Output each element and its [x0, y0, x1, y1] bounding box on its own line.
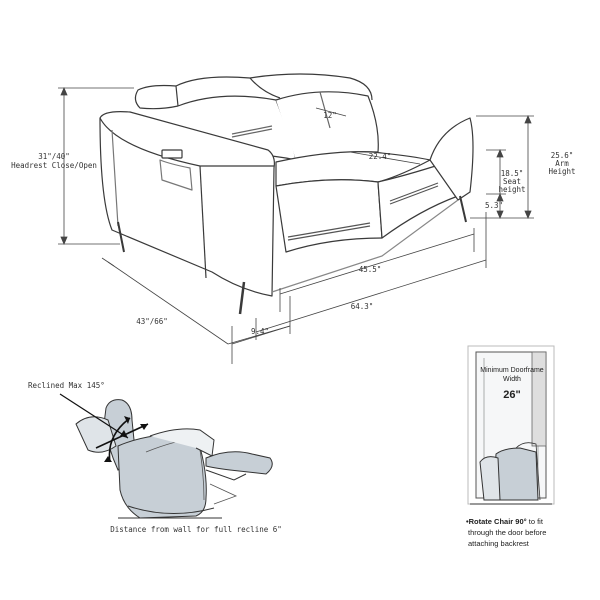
seat-depth-value: 22.4" — [369, 152, 392, 161]
doorframe-title-line-2: Width — [503, 376, 521, 383]
seat-height-label-1: Seat — [503, 177, 521, 186]
recline-labels: Reclined Max 145° Distance from wall for… — [28, 381, 282, 534]
arrow-head-icon — [124, 416, 130, 424]
wall-distance-label: Distance from wall for full recline 6" — [110, 525, 282, 534]
rotate-note-line-3: attaching backrest — [468, 539, 530, 548]
dimension-labels: 31"/40" Headrest Close/Open 12" 22.4" 25… — [11, 111, 575, 336]
headrest-height-value: 31"/40" — [38, 152, 70, 161]
rotate-note-rest: to fit — [527, 517, 544, 526]
arm-height-value: 25.6" — [551, 151, 574, 160]
sofa-outline — [99, 73, 474, 315]
overall-width-value: 64.3" — [351, 302, 374, 311]
headrest-height-label: Headrest Close/Open — [11, 161, 97, 170]
seat-height-label-2: height — [498, 185, 525, 194]
doorframe-labels: Minimum Doorframe Width 26" •Rotate Chai… — [466, 367, 546, 548]
arm-height-label-1: Arm — [555, 159, 569, 168]
rotate-note-line-2: through the door before — [468, 528, 546, 537]
doorframe-illustration — [467, 345, 555, 505]
inner-width-value: 45.5" — [359, 265, 382, 274]
dimension-lines — [58, 86, 534, 364]
doorframe-title-line-1: Minimum Doorframe — [480, 367, 544, 374]
rotate-note-bold: •Rotate Chair 90° — [466, 517, 527, 526]
doorframe-width-value: 26" — [503, 389, 520, 401]
recliner-side-view — [59, 393, 273, 519]
top-depth-value: 12" — [323, 111, 337, 120]
seat-height-value: 18.5" — [501, 169, 524, 178]
depth-value: 43"/66" — [136, 317, 168, 326]
leg-height-value: 5.3" — [485, 201, 503, 210]
rotate-note-line-1: •Rotate Chair 90° to fit — [466, 517, 544, 526]
arm-height-label-2: Height — [548, 167, 575, 176]
arm-width-value: 9.4" — [251, 327, 269, 336]
recline-max-label: Reclined Max 145° — [28, 381, 105, 390]
